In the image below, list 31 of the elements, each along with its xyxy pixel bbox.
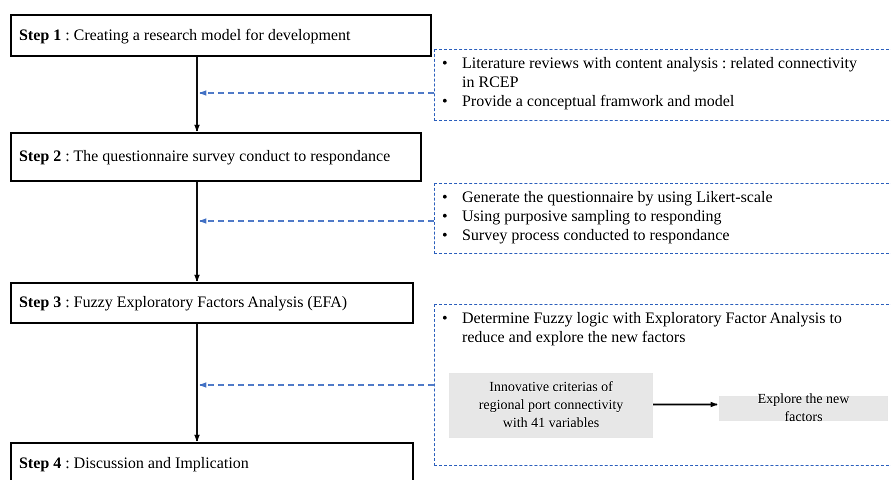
bullet-text: Literature reviews with content analysis : related connectivity in RCEP (462, 54, 858, 92)
step-box (10, 442, 414, 480)
step-title: Step 2 : The questionnaire survey conduct to respondance (19, 148, 390, 166)
bullet-mark: • (442, 54, 449, 73)
arrow (194, 57, 200, 132)
arrow (194, 182, 200, 282)
arrow (199, 382, 434, 388)
note-panel (434, 304, 891, 466)
step-box (10, 282, 414, 324)
step-title: Step 3 : Fuzzy Exploratory Factors Analysis (EFA) (19, 294, 348, 312)
arrow (652, 402, 718, 408)
bullet-mark: • (442, 92, 449, 111)
step-box (10, 14, 432, 57)
step-box (10, 132, 422, 182)
process-box: Innovative criterias of regional port connectivity with 41 variables (449, 373, 653, 438)
bullet-text: Generate the questionnaire by using Likert-scale (462, 188, 773, 207)
bullet-mark: • (442, 207, 449, 226)
bullet-mark: • (442, 226, 449, 245)
arrow (199, 90, 434, 96)
note-panel (434, 49, 891, 121)
step-title: Step 4 : Discussion and Implication (19, 455, 249, 473)
bullet-text: Survey process conducted to respondance (462, 226, 730, 245)
note-panel (434, 183, 891, 254)
step-title: Step 1 : Creating a research model for development (19, 26, 350, 44)
bullet-text: Provide a conceptual framwork and model (462, 92, 734, 111)
bullet-text: Using purposive sampling to responding (462, 207, 722, 226)
arrow (194, 324, 200, 442)
bullet-mark: • (442, 309, 449, 328)
bullet-text: Determine Fuzzy logic with Exploratory Factor Analysis to reduce and explore the new factors (462, 309, 843, 347)
bullet-mark: • (442, 188, 449, 207)
arrow (199, 218, 434, 224)
